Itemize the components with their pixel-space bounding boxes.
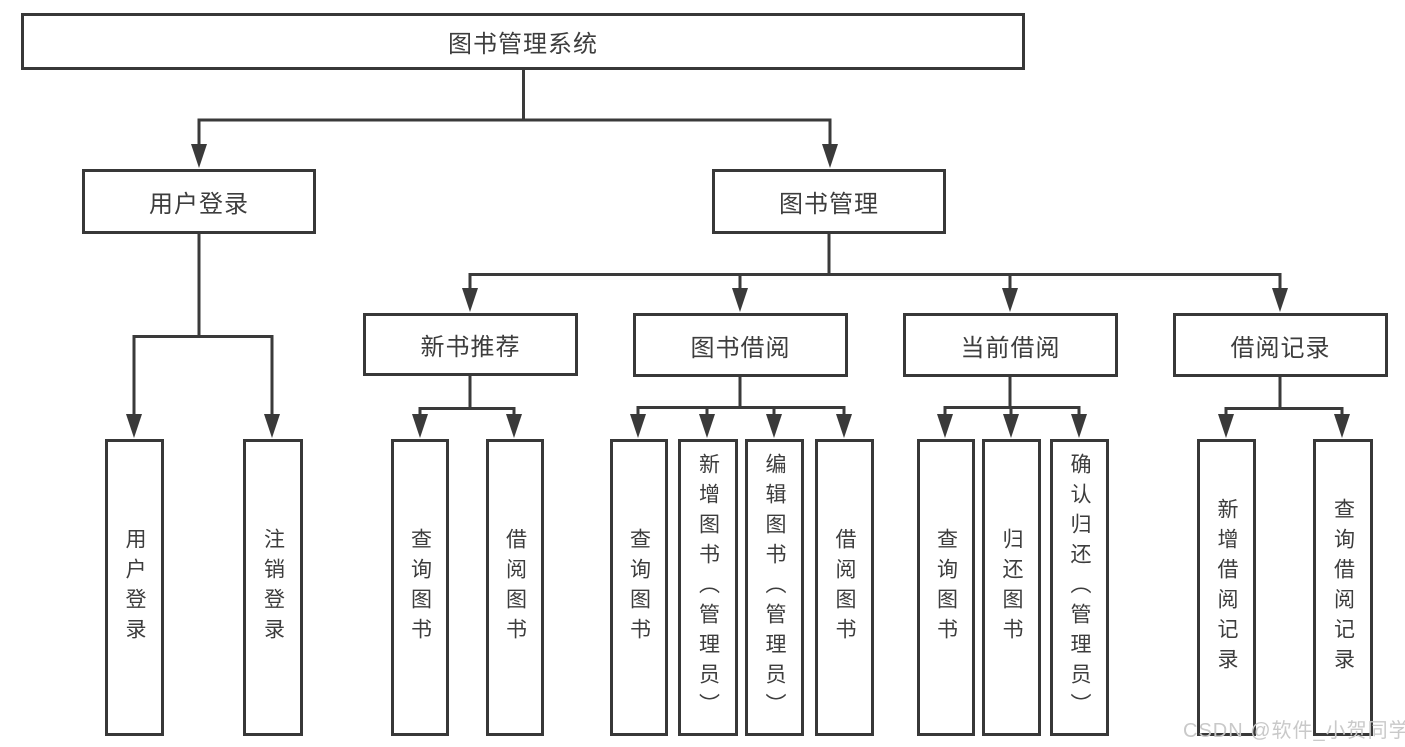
node-label: 新书推荐 xyxy=(420,334,521,361)
node-nbr-borrow-books: 借阅图书 xyxy=(486,439,544,736)
node-label: 借阅图书 xyxy=(833,527,856,648)
node-bb-edit-books-admin: 编辑图书（管理员） xyxy=(745,439,804,736)
node-library-management-system: 图书管理系统 xyxy=(21,13,1025,70)
node-label: 查询图书 xyxy=(934,527,958,648)
node-user-login: 用户登录 xyxy=(82,169,316,234)
node-label: 借阅记录 xyxy=(1230,334,1331,362)
node-cb-return-books: 归还图书 xyxy=(982,439,1041,736)
csdn-watermark: CSDN @软件_小贺同学 xyxy=(1183,720,1405,742)
node-cb-confirm-return-admin: 确认归还（管理员） xyxy=(1050,439,1109,736)
node-label: 图书借阅 xyxy=(690,334,791,362)
node-current-borrow: 当前借阅 xyxy=(903,313,1118,377)
node-label: 借阅图书 xyxy=(503,527,527,648)
node-bb-query-books: 查询图书 xyxy=(610,439,668,736)
node-book-borrow: 图书借阅 xyxy=(633,313,848,377)
node-label: 注销登录 xyxy=(261,527,285,648)
node-label: 归还图书 xyxy=(1000,527,1023,648)
node-label: 用户登录 xyxy=(149,191,249,218)
node-label: 新增借阅记录 xyxy=(1215,497,1238,678)
node-book-management: 图书管理 xyxy=(712,169,946,234)
node-borrow-records: 借阅记录 xyxy=(1173,313,1388,377)
node-label: 图书管理系统 xyxy=(448,31,598,58)
node-br-add-record: 新增借阅记录 xyxy=(1197,439,1256,736)
node-label: 用户登录 xyxy=(123,527,146,648)
node-label: 查询图书 xyxy=(408,527,432,648)
node-label: 查询图书 xyxy=(627,527,651,648)
node-bb-borrow-books: 借阅图书 xyxy=(815,439,874,736)
node-bb-add-books-admin: 新增图书（管理员） xyxy=(678,439,738,736)
node-br-query-record: 查询借阅记录 xyxy=(1313,439,1373,736)
node-label: 图书管理 xyxy=(779,191,879,218)
arrowheads xyxy=(126,144,1350,438)
node-label: 编辑图书（管理员） xyxy=(763,452,786,723)
node-label: 确认归还（管理员） xyxy=(1068,452,1091,723)
node-logout-action: 注销登录 xyxy=(243,439,303,736)
node-cb-query-books: 查询图书 xyxy=(917,439,975,736)
node-label: 当前借阅 xyxy=(960,334,1061,362)
node-user-login-action: 用户登录 xyxy=(105,439,164,736)
node-new-book-recommend: 新书推荐 xyxy=(363,313,578,376)
node-nbr-query-books: 查询图书 xyxy=(391,439,449,736)
node-label: 查询借阅记录 xyxy=(1331,497,1355,678)
node-label: 新增图书（管理员） xyxy=(696,452,720,723)
